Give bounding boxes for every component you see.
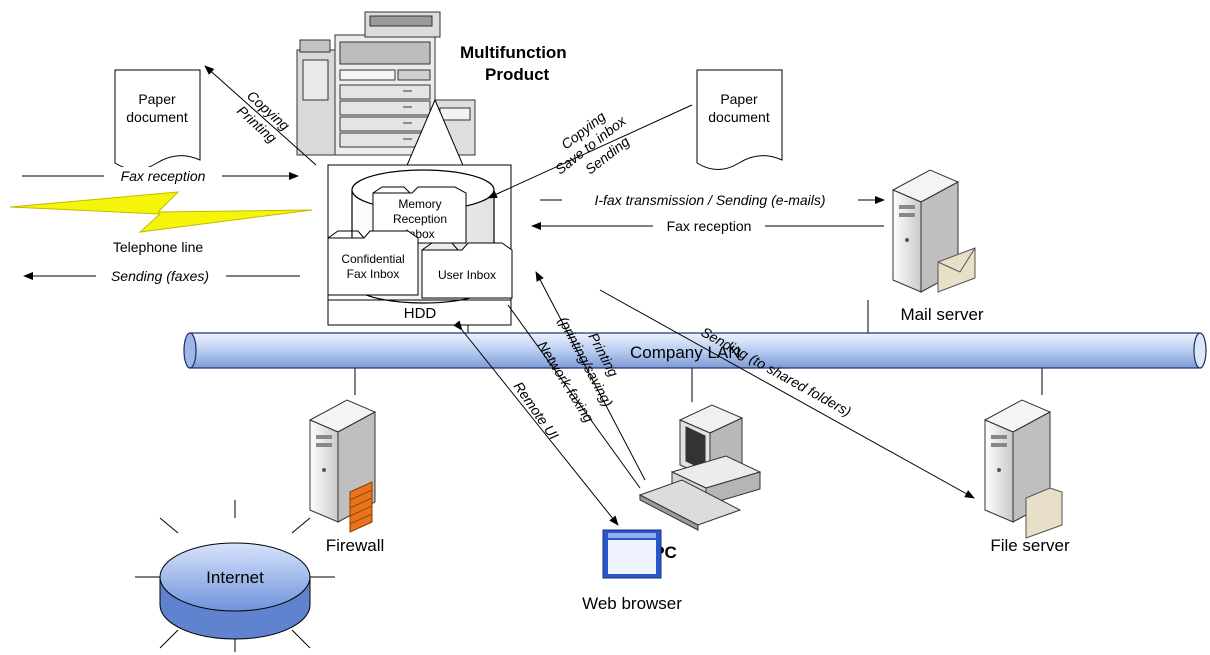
memory-inbox-label-2: Reception — [393, 212, 447, 226]
company-lan-pipe — [183, 332, 1207, 369]
paper-right-label-1: Paper — [720, 91, 758, 107]
fax-reception-right-label: Fax reception — [667, 218, 752, 234]
paper-document-right-icon — [696, 69, 783, 170]
internet-icon — [135, 500, 335, 652]
internet-label: Internet — [206, 568, 264, 587]
firewall-brick-icon — [349, 481, 373, 533]
fax-reception-left-label: Fax reception — [121, 168, 206, 184]
copying-printing-arrow — [204, 65, 317, 166]
user-inbox-folder-icon — [421, 242, 513, 299]
paper-right-label-2: document — [708, 109, 770, 125]
firewall-label: Firewall — [326, 536, 385, 555]
paper-left-label-2: document — [126, 109, 188, 125]
user-inbox-label: User Inbox — [438, 268, 496, 282]
mail-server-icon — [891, 169, 976, 293]
hdd-label: HDD — [404, 305, 437, 322]
mfp-title-1: Multifunction — [460, 43, 567, 62]
ifax-sending-label: I-fax transmission / Sending (e-mails) — [594, 192, 825, 208]
remote-ui-label: Remote UI — [511, 379, 563, 443]
paper-left-label-1: Paper — [138, 91, 176, 107]
mail-server-label: Mail server — [900, 305, 983, 324]
file-server-label: File server — [990, 536, 1070, 555]
web-browser-icon — [602, 529, 662, 579]
sending-faxes-label: Sending (faxes) — [111, 268, 209, 284]
mfp-title-2: Product — [485, 65, 550, 84]
fax-reception-left-mask — [104, 167, 222, 184]
confidential-label-1: Confidential — [341, 252, 404, 266]
company-lan-label: Company LAN — [630, 343, 741, 362]
memory-inbox-label-1: Memory — [398, 197, 441, 211]
pc-icon — [638, 404, 762, 531]
confidential-label-2: Fax Inbox — [347, 267, 400, 281]
confidential-fax-inbox-folder-icon — [327, 230, 419, 296]
web-browser-label: Web browser — [582, 594, 682, 613]
copy-save-send-arrow — [487, 104, 693, 199]
ifax-sending-mask — [562, 191, 858, 208]
telephone-lightning-icon — [9, 191, 313, 233]
sending-faxes-mask — [96, 267, 226, 284]
remote-ui-arrow — [453, 320, 619, 526]
fax-reception-right-mask — [653, 217, 765, 234]
telephone-line-label: Telephone line — [113, 239, 204, 255]
file-server-icon — [983, 399, 1063, 539]
sending-shared-arrow — [599, 289, 975, 499]
multifunction-printer-icon — [296, 11, 476, 156]
